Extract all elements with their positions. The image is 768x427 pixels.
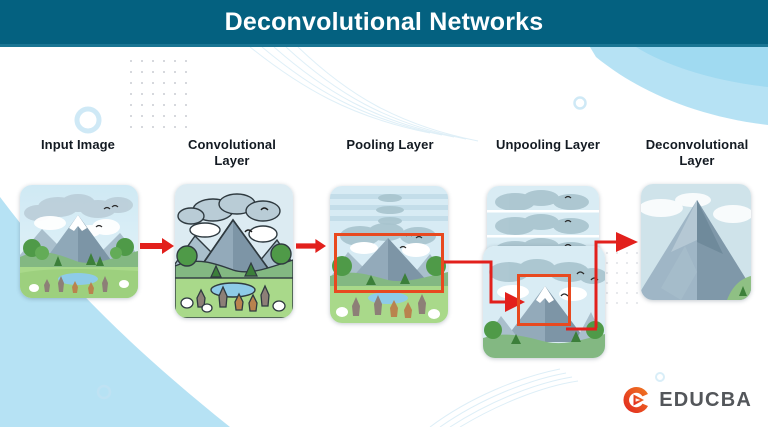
- stage-image-convolutional-layer[interactable]: [175, 184, 293, 318]
- elbow-connector-unpooling-to-deconvolutional: [594, 228, 640, 328]
- reconstructed-peak-illustration: [641, 184, 751, 300]
- label-line: Unpooling Layer: [495, 137, 601, 152]
- edge-detected-landscape-illustration: [175, 184, 293, 318]
- label-line: Input Image: [40, 137, 116, 152]
- arrow-right-icon: [296, 238, 326, 254]
- landscape-illustration: [20, 185, 138, 298]
- stage-label-deconvolutional-layer: Deconvolutional Layer: [626, 137, 768, 169]
- label-line: Layer: [214, 153, 250, 168]
- stage-label-pooling-layer: Pooling Layer: [320, 137, 460, 153]
- elbow-connector-icon: [594, 232, 638, 328]
- selection-box-pooling: [334, 233, 444, 293]
- elbow-connector-pooling-to-unpooling: [443, 240, 543, 312]
- elbow-connector-icon: [443, 260, 525, 312]
- connector-line-icon: [566, 327, 597, 331]
- educba-logo-text: EDUCBA: [659, 388, 752, 411]
- stage-image-pooling-layer[interactable]: [330, 186, 448, 323]
- arrow-input-to-convolutional: [140, 238, 174, 254]
- arrow-right-icon: [140, 238, 174, 254]
- header-bar: Deconvolutional Networks: [0, 0, 768, 44]
- educba-play-mark-icon: [623, 387, 649, 413]
- stage-label-unpooling-layer: Unpooling Layer: [473, 137, 623, 153]
- label-line: Layer: [679, 153, 715, 168]
- header-divider: [0, 44, 768, 47]
- educba-logo[interactable]: EDUCBA: [622, 385, 752, 415]
- stage-label-convolutional-layer: Convolutional Layer: [162, 137, 302, 169]
- page-title: Deconvolutional Networks: [224, 7, 544, 36]
- label-line: Pooling Layer: [346, 137, 434, 152]
- pooled-landscape-illustration: [330, 186, 448, 323]
- connector-tail-unpooling: [566, 320, 600, 332]
- selection-box-unpooling: [517, 274, 571, 326]
- label-line: Convolutional: [188, 137, 276, 152]
- label-line: Deconvolutional: [645, 137, 749, 152]
- arrow-convolutional-to-pooling: [296, 238, 326, 254]
- stage-image-input-image[interactable]: [20, 185, 138, 298]
- stage-label-input-image: Input Image: [8, 137, 148, 153]
- stage-image-deconvolutional-layer[interactable]: [641, 184, 751, 300]
